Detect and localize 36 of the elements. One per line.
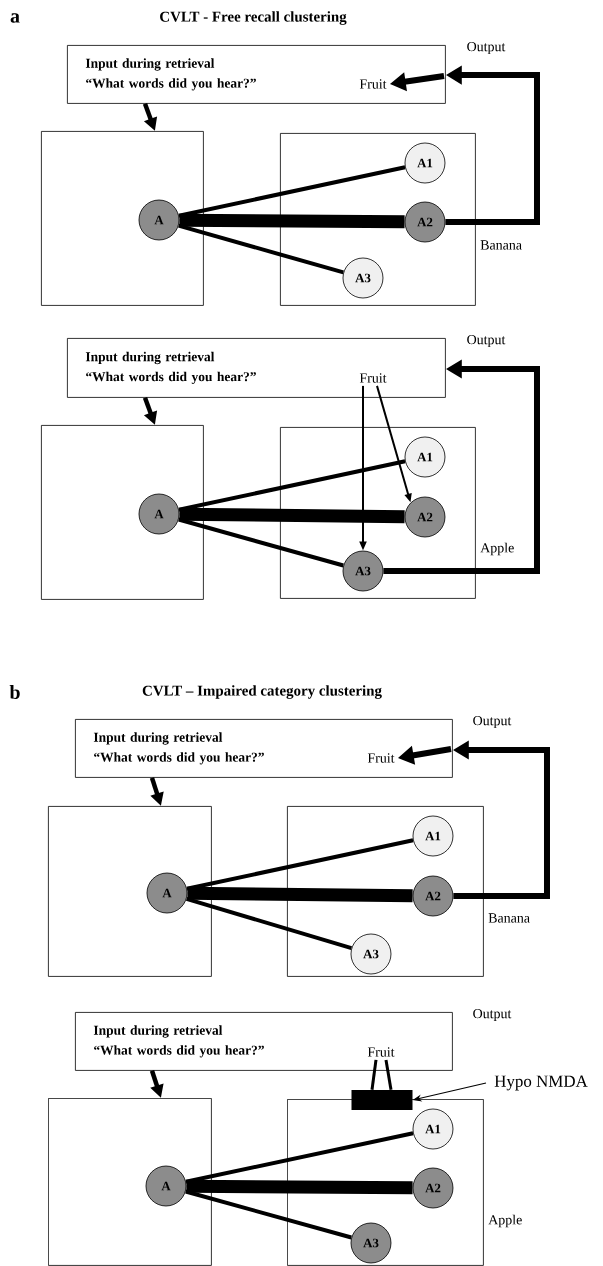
region-box [41, 131, 204, 306]
connection-line [187, 886, 413, 903]
connection-line [185, 1189, 352, 1240]
cue-word: Fruit [359, 79, 387, 89]
connection-line [185, 896, 353, 951]
panel-title: CVLT – Impaired category clustering [142, 685, 382, 699]
word-label: Output [467, 334, 506, 348]
region-box [41, 425, 204, 600]
region-box [287, 1099, 484, 1266]
connection-line [179, 213, 405, 229]
panel-letter: a [10, 13, 20, 23]
connection-line [186, 1179, 413, 1195]
block-bar [351, 1090, 413, 1110]
word-label: Output [473, 1008, 512, 1022]
word-label: Apple [488, 1214, 522, 1228]
connection-line [178, 223, 344, 275]
cue-word: Fruit [359, 373, 387, 383]
region-box [280, 427, 476, 599]
word-label: Apple [480, 542, 514, 556]
panel-letter: b [9, 685, 20, 699]
region-box [280, 133, 476, 306]
word-label: Output [473, 715, 512, 729]
connection-line [370, 1059, 378, 1090]
region-box [48, 1098, 212, 1266]
connection-line [178, 517, 344, 568]
region-box [287, 806, 484, 977]
connection-line [179, 507, 405, 524]
word-label: Banana [488, 913, 530, 923]
word-label: Banana [480, 240, 522, 250]
cue-word: Fruit [367, 753, 395, 763]
panel-title: CVLT - Free recall clustering [160, 11, 347, 25]
region-box [48, 806, 212, 977]
word-label: Output [467, 41, 506, 55]
connection-line [384, 1059, 393, 1091]
cue-word: Fruit [367, 1047, 395, 1057]
callout-label: Hypo NMDA [494, 1075, 588, 1091]
